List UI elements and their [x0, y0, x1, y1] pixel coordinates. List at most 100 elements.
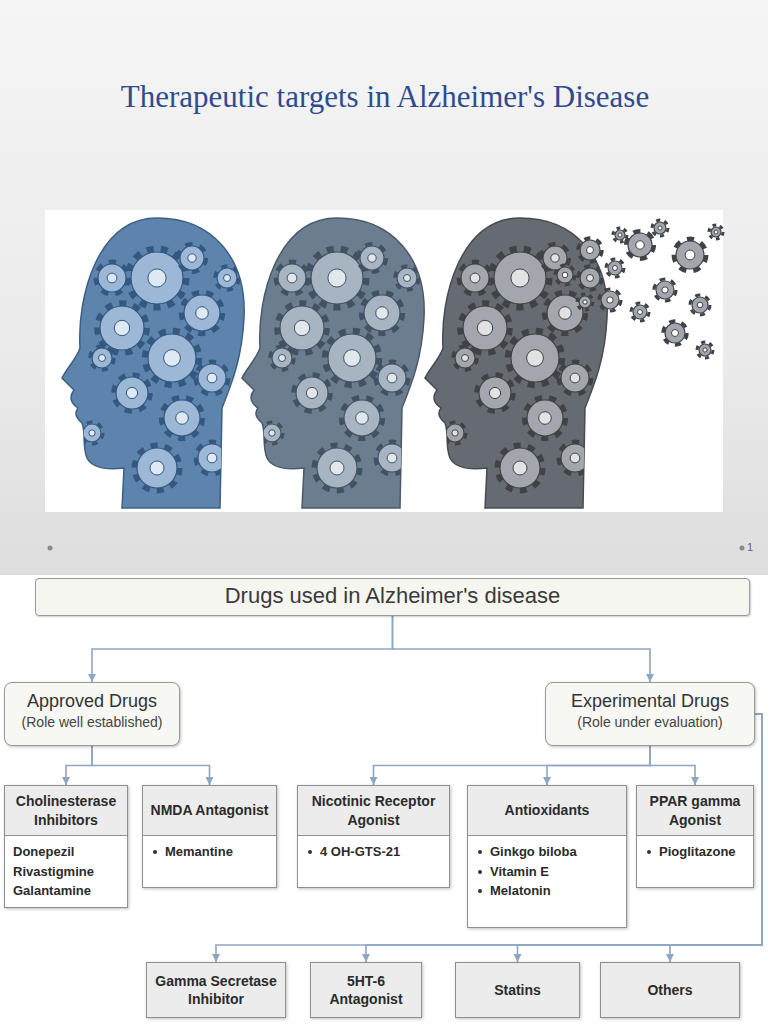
drug-name: Pioglitazone [645, 842, 745, 862]
gear-teeth [96, 262, 128, 294]
gear [555, 265, 575, 285]
slide-title: Therapeutic targets in Alzheimer's Disea… [115, 78, 655, 117]
gear-teeth [709, 225, 723, 239]
gear-teeth [362, 293, 402, 333]
drug-name: Melatonin [476, 881, 618, 901]
gear-body [328, 334, 376, 382]
category-box: Approved Drugs(Role well established) [4, 682, 180, 746]
gear-hub [207, 373, 217, 383]
gear [215, 266, 239, 290]
gear [453, 346, 477, 370]
gear-teeth [90, 346, 114, 370]
gear [626, 231, 654, 259]
gear-hub [294, 320, 309, 335]
category-note: (Role well established) [11, 713, 173, 731]
gear-teeth [309, 250, 365, 306]
gear-hub [527, 350, 544, 367]
gear [652, 220, 668, 236]
gear-hub [672, 330, 679, 337]
gear [96, 262, 128, 294]
gear-body [83, 424, 101, 442]
gear-teeth [674, 239, 706, 271]
gear-body [511, 334, 559, 382]
gear-body [148, 334, 196, 382]
class-heading: Statins [494, 981, 541, 999]
gear-body [692, 297, 708, 313]
title-box: Drugs used in Alzheimer's disease [35, 578, 750, 616]
gear [559, 362, 591, 394]
gear-teeth [690, 295, 710, 315]
gear-hub [328, 269, 346, 287]
footer-dot [740, 546, 745, 551]
gear-hub [583, 300, 587, 304]
gear-hub [587, 247, 594, 254]
gear-hub [658, 226, 662, 230]
gear [276, 262, 308, 294]
gear-body [278, 264, 306, 292]
gear-body [364, 295, 400, 331]
gear [90, 346, 114, 370]
gear [709, 225, 723, 239]
class-heading: 5HT-6 Antagonist [317, 972, 415, 1008]
gear-body [561, 364, 589, 392]
box-body: 4 OH-GTS-21 [298, 836, 449, 868]
gear-hub [511, 269, 529, 287]
gear-teeth [135, 446, 179, 490]
gear-body [494, 252, 546, 304]
gear-body [665, 323, 685, 343]
class-heading: Cholinesterase Inhibitors [10, 792, 122, 828]
gear-hub [107, 273, 117, 283]
gear-teeth [315, 446, 359, 490]
gear-hub [114, 320, 129, 335]
gear-hub [376, 307, 389, 320]
gear-teeth [196, 362, 228, 394]
gear-teeth [261, 422, 283, 444]
gear-hub [570, 453, 580, 463]
class-heading: Nicotinic Receptor Agonist [303, 792, 444, 828]
gear-teeth [178, 244, 206, 272]
drug-class-box: Cholinesterase InhibitorsDonepezilRivast… [4, 785, 128, 908]
gear-body [263, 424, 281, 442]
gear [498, 446, 542, 490]
head-figure [242, 218, 424, 508]
gear-teeth [270, 346, 294, 370]
gear-body [633, 305, 647, 319]
gear-teeth [578, 238, 602, 262]
gear-hub [99, 355, 106, 362]
gear [444, 422, 466, 444]
gear-body [184, 295, 220, 331]
drug-name: Donepezil [13, 842, 119, 862]
gear-hub [387, 373, 397, 383]
box-header: Cholinesterase Inhibitors [5, 786, 127, 836]
gear-hub [404, 275, 411, 282]
connector-arrow [374, 746, 651, 785]
gear-teeth [498, 446, 542, 490]
head-figure [425, 218, 607, 508]
gear [114, 375, 150, 411]
gear-hub [150, 461, 164, 475]
connector-arrow [216, 714, 762, 962]
gear-teeth [114, 375, 150, 411]
gear-body [455, 348, 475, 368]
gear [270, 346, 294, 370]
class-heading: Antioxidants [505, 801, 590, 819]
gear-body [360, 246, 384, 270]
gear-body [446, 424, 464, 442]
gear-hub [224, 275, 231, 282]
gear-teeth [459, 262, 491, 294]
gear-body [500, 448, 540, 488]
gear-body [98, 264, 126, 292]
gear-teeth [162, 398, 202, 438]
gear-hub [685, 250, 695, 260]
drug-name: Vitamin E [476, 862, 618, 882]
gear [459, 262, 491, 294]
gear-body [656, 281, 674, 299]
gear-teeth [654, 279, 676, 301]
gear-teeth [606, 259, 624, 277]
gear-teeth [626, 231, 654, 259]
connector-arrow [393, 616, 651, 682]
gear-hub [287, 273, 297, 283]
connector-arrow [66, 746, 92, 785]
gear [146, 332, 198, 384]
gear-body [317, 448, 357, 488]
